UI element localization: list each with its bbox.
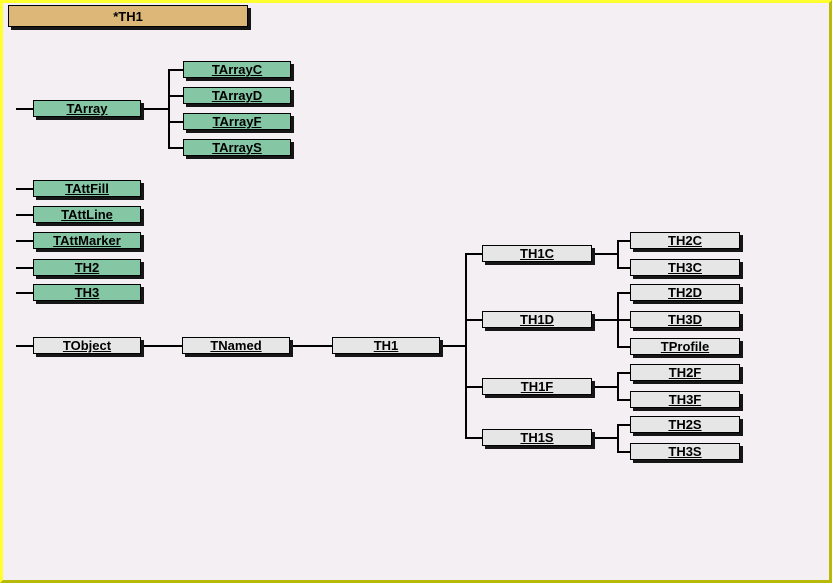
connector-line (617, 292, 630, 294)
connector-line (617, 372, 630, 374)
connector-line (617, 451, 630, 453)
node-label: TH3F (668, 392, 702, 407)
connector-line (16, 345, 33, 347)
connector-line (465, 437, 482, 439)
node-tarray[interactable]: TArray (33, 100, 141, 117)
node-tattfill[interactable]: TAttFill (33, 180, 141, 197)
node-tarrayf[interactable]: TArrayF (183, 113, 291, 130)
connector-line (617, 267, 630, 269)
diagram-title-box: *TH1 (8, 5, 248, 27)
connector-line (592, 437, 617, 439)
node-label: TH3C (668, 260, 702, 275)
diagram-title: *TH1 (113, 8, 143, 24)
connector-line (16, 188, 33, 190)
node-label: TH1D (520, 312, 554, 327)
node-label: TObject (62, 338, 112, 353)
connector-line (617, 240, 630, 242)
node-th3c[interactable]: TH3C (630, 259, 740, 276)
node-tnamed[interactable]: TNamed (182, 337, 290, 354)
node-tarrayc[interactable]: TArrayC (183, 61, 291, 78)
node-th2s[interactable]: TH2S (630, 416, 740, 433)
connector-line (168, 69, 183, 71)
connector-line (617, 424, 619, 453)
node-label: TH1F (520, 379, 554, 394)
node-label: TH3 (74, 285, 100, 300)
connector-line (617, 319, 630, 321)
connector-line (16, 214, 33, 216)
connector-line (16, 292, 33, 294)
node-label: TArrayD (211, 88, 263, 103)
connector-line (617, 399, 630, 401)
connector-line (141, 345, 182, 347)
node-th2d[interactable]: TH2D (630, 284, 740, 301)
node-th1[interactable]: TH1 (332, 337, 440, 354)
node-th1c[interactable]: TH1C (482, 245, 592, 262)
connector-line (592, 253, 617, 255)
connector-line (440, 345, 465, 347)
node-th3f[interactable]: TH3F (630, 391, 740, 408)
node-label: TH2C (668, 233, 702, 248)
connector-line (168, 147, 183, 149)
connector-line (168, 69, 170, 149)
connector-line (617, 372, 619, 401)
connector-line (465, 386, 482, 388)
node-th2[interactable]: TH2 (33, 259, 141, 276)
connector-line (290, 345, 332, 347)
node-tattline[interactable]: TAttLine (33, 206, 141, 223)
node-label: TAttLine (61, 207, 113, 222)
node-label: TH2F (668, 365, 702, 380)
node-label: TArrayF (212, 114, 262, 129)
connector-line (465, 253, 467, 439)
node-label: TH2D (668, 285, 702, 300)
node-label: TAttMarker (53, 233, 121, 248)
node-label: TH1C (520, 246, 554, 261)
node-label: TH3D (668, 312, 702, 327)
node-th1s[interactable]: TH1S (482, 429, 592, 446)
node-tarrayd[interactable]: TArrayD (183, 87, 291, 104)
node-label: TArray (66, 101, 108, 116)
connector-line (592, 319, 617, 321)
connector-line (465, 319, 482, 321)
connector-line (16, 267, 33, 269)
connector-line (617, 240, 619, 269)
node-th1d[interactable]: TH1D (482, 311, 592, 328)
connector-line (168, 95, 183, 97)
node-th2c[interactable]: TH2C (630, 232, 740, 249)
node-th3d[interactable]: TH3D (630, 311, 740, 328)
node-label: TProfile (660, 339, 710, 354)
connector-line (617, 346, 630, 348)
connector-line (617, 424, 630, 426)
node-tattmarker[interactable]: TAttMarker (33, 232, 141, 249)
node-label: TH2S (668, 417, 702, 432)
node-th3s[interactable]: TH3S (630, 443, 740, 460)
node-label: TH1S (520, 430, 554, 445)
connector-line (592, 386, 617, 388)
node-tarrays[interactable]: TArrayS (183, 139, 291, 156)
node-label: TH3S (668, 444, 702, 459)
node-label: TAttFill (65, 181, 109, 196)
connector-line (141, 108, 168, 110)
node-label: TNamed (210, 338, 262, 353)
node-label: TH2 (74, 260, 100, 275)
node-th1f[interactable]: TH1F (482, 378, 592, 395)
connector-line (16, 108, 33, 110)
node-tprofile[interactable]: TProfile (630, 338, 740, 355)
node-label: TArrayS (212, 140, 262, 155)
connector-line (465, 253, 482, 255)
node-label: TArrayC (211, 62, 263, 77)
node-th2f[interactable]: TH2F (630, 364, 740, 381)
node-label: TH1 (373, 338, 399, 353)
node-tobject[interactable]: TObject (33, 337, 141, 354)
node-th3[interactable]: TH3 (33, 284, 141, 301)
connector-line (168, 121, 183, 123)
connector-line (16, 240, 33, 242)
